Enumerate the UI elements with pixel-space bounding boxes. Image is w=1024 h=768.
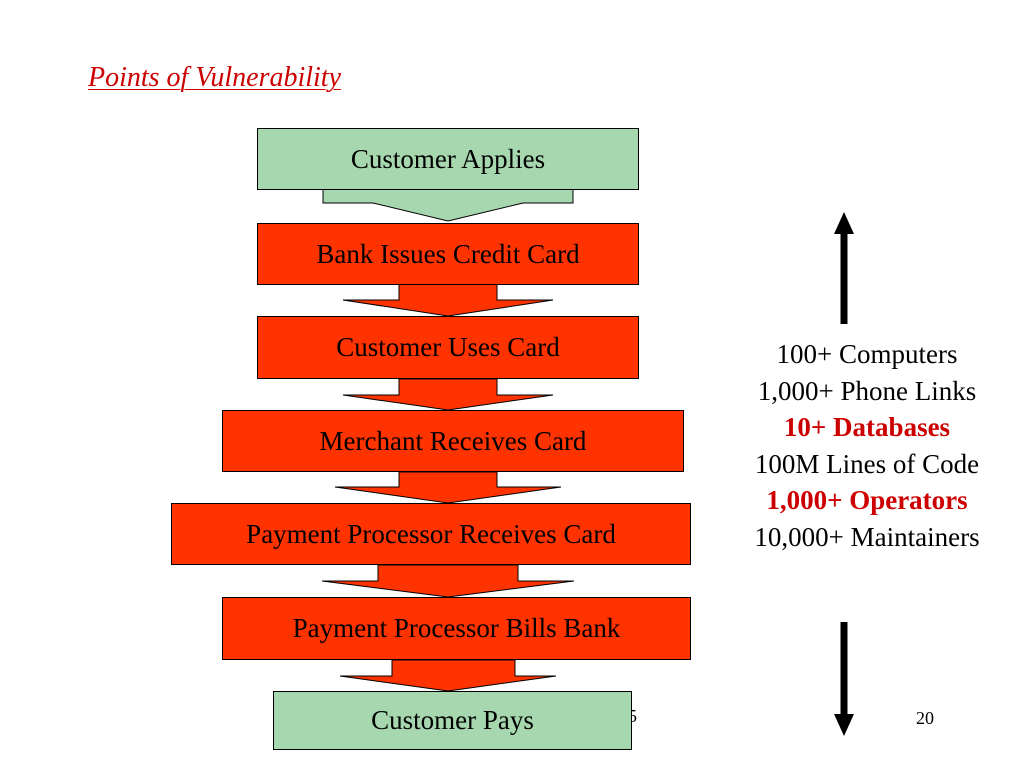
connector-arrow-2 — [342, 283, 554, 317]
step-customer-applies: Customer Applies — [257, 128, 639, 190]
stat-maintainers: 10,000+ Maintainers — [754, 521, 980, 552]
stat-operators: 1,000+ Operators — [766, 485, 968, 515]
down-arrow-icon — [834, 622, 854, 736]
system-stats: 100+ Computers 1,000+ Phone Links 10+ Da… — [712, 336, 1022, 555]
footer-fragment: 5 — [628, 706, 637, 726]
step-merchant-receives-card: Merchant Receives Card — [222, 410, 684, 472]
connector-arrow-5 — [321, 564, 575, 598]
connector-arrow-3 — [342, 378, 554, 411]
page-number: 20 — [916, 708, 934, 728]
up-arrow-icon — [834, 212, 854, 324]
stat-computers: 100+ Computers — [776, 339, 958, 369]
step-customer-uses-card: Customer Uses Card — [257, 316, 639, 379]
connector-arrow-6 — [339, 659, 557, 692]
connector-arrow-1 — [322, 188, 574, 222]
step-customer-pays: Customer Pays — [273, 691, 632, 750]
stat-databases: 10+ Databases — [783, 412, 951, 442]
stat-phone-links: 1,000+ Phone Links — [757, 375, 977, 406]
slide-title: Points of Vulnerability — [88, 62, 342, 93]
connector-arrow-4 — [334, 471, 562, 504]
step-processor-receives-card: Payment Processor Receives Card — [171, 503, 691, 565]
step-bank-issues-card: Bank Issues Credit Card — [257, 223, 639, 285]
step-processor-bills-bank: Payment Processor Bills Bank — [222, 597, 691, 660]
stat-lines-of-code: 100M Lines of Code — [754, 448, 980, 479]
